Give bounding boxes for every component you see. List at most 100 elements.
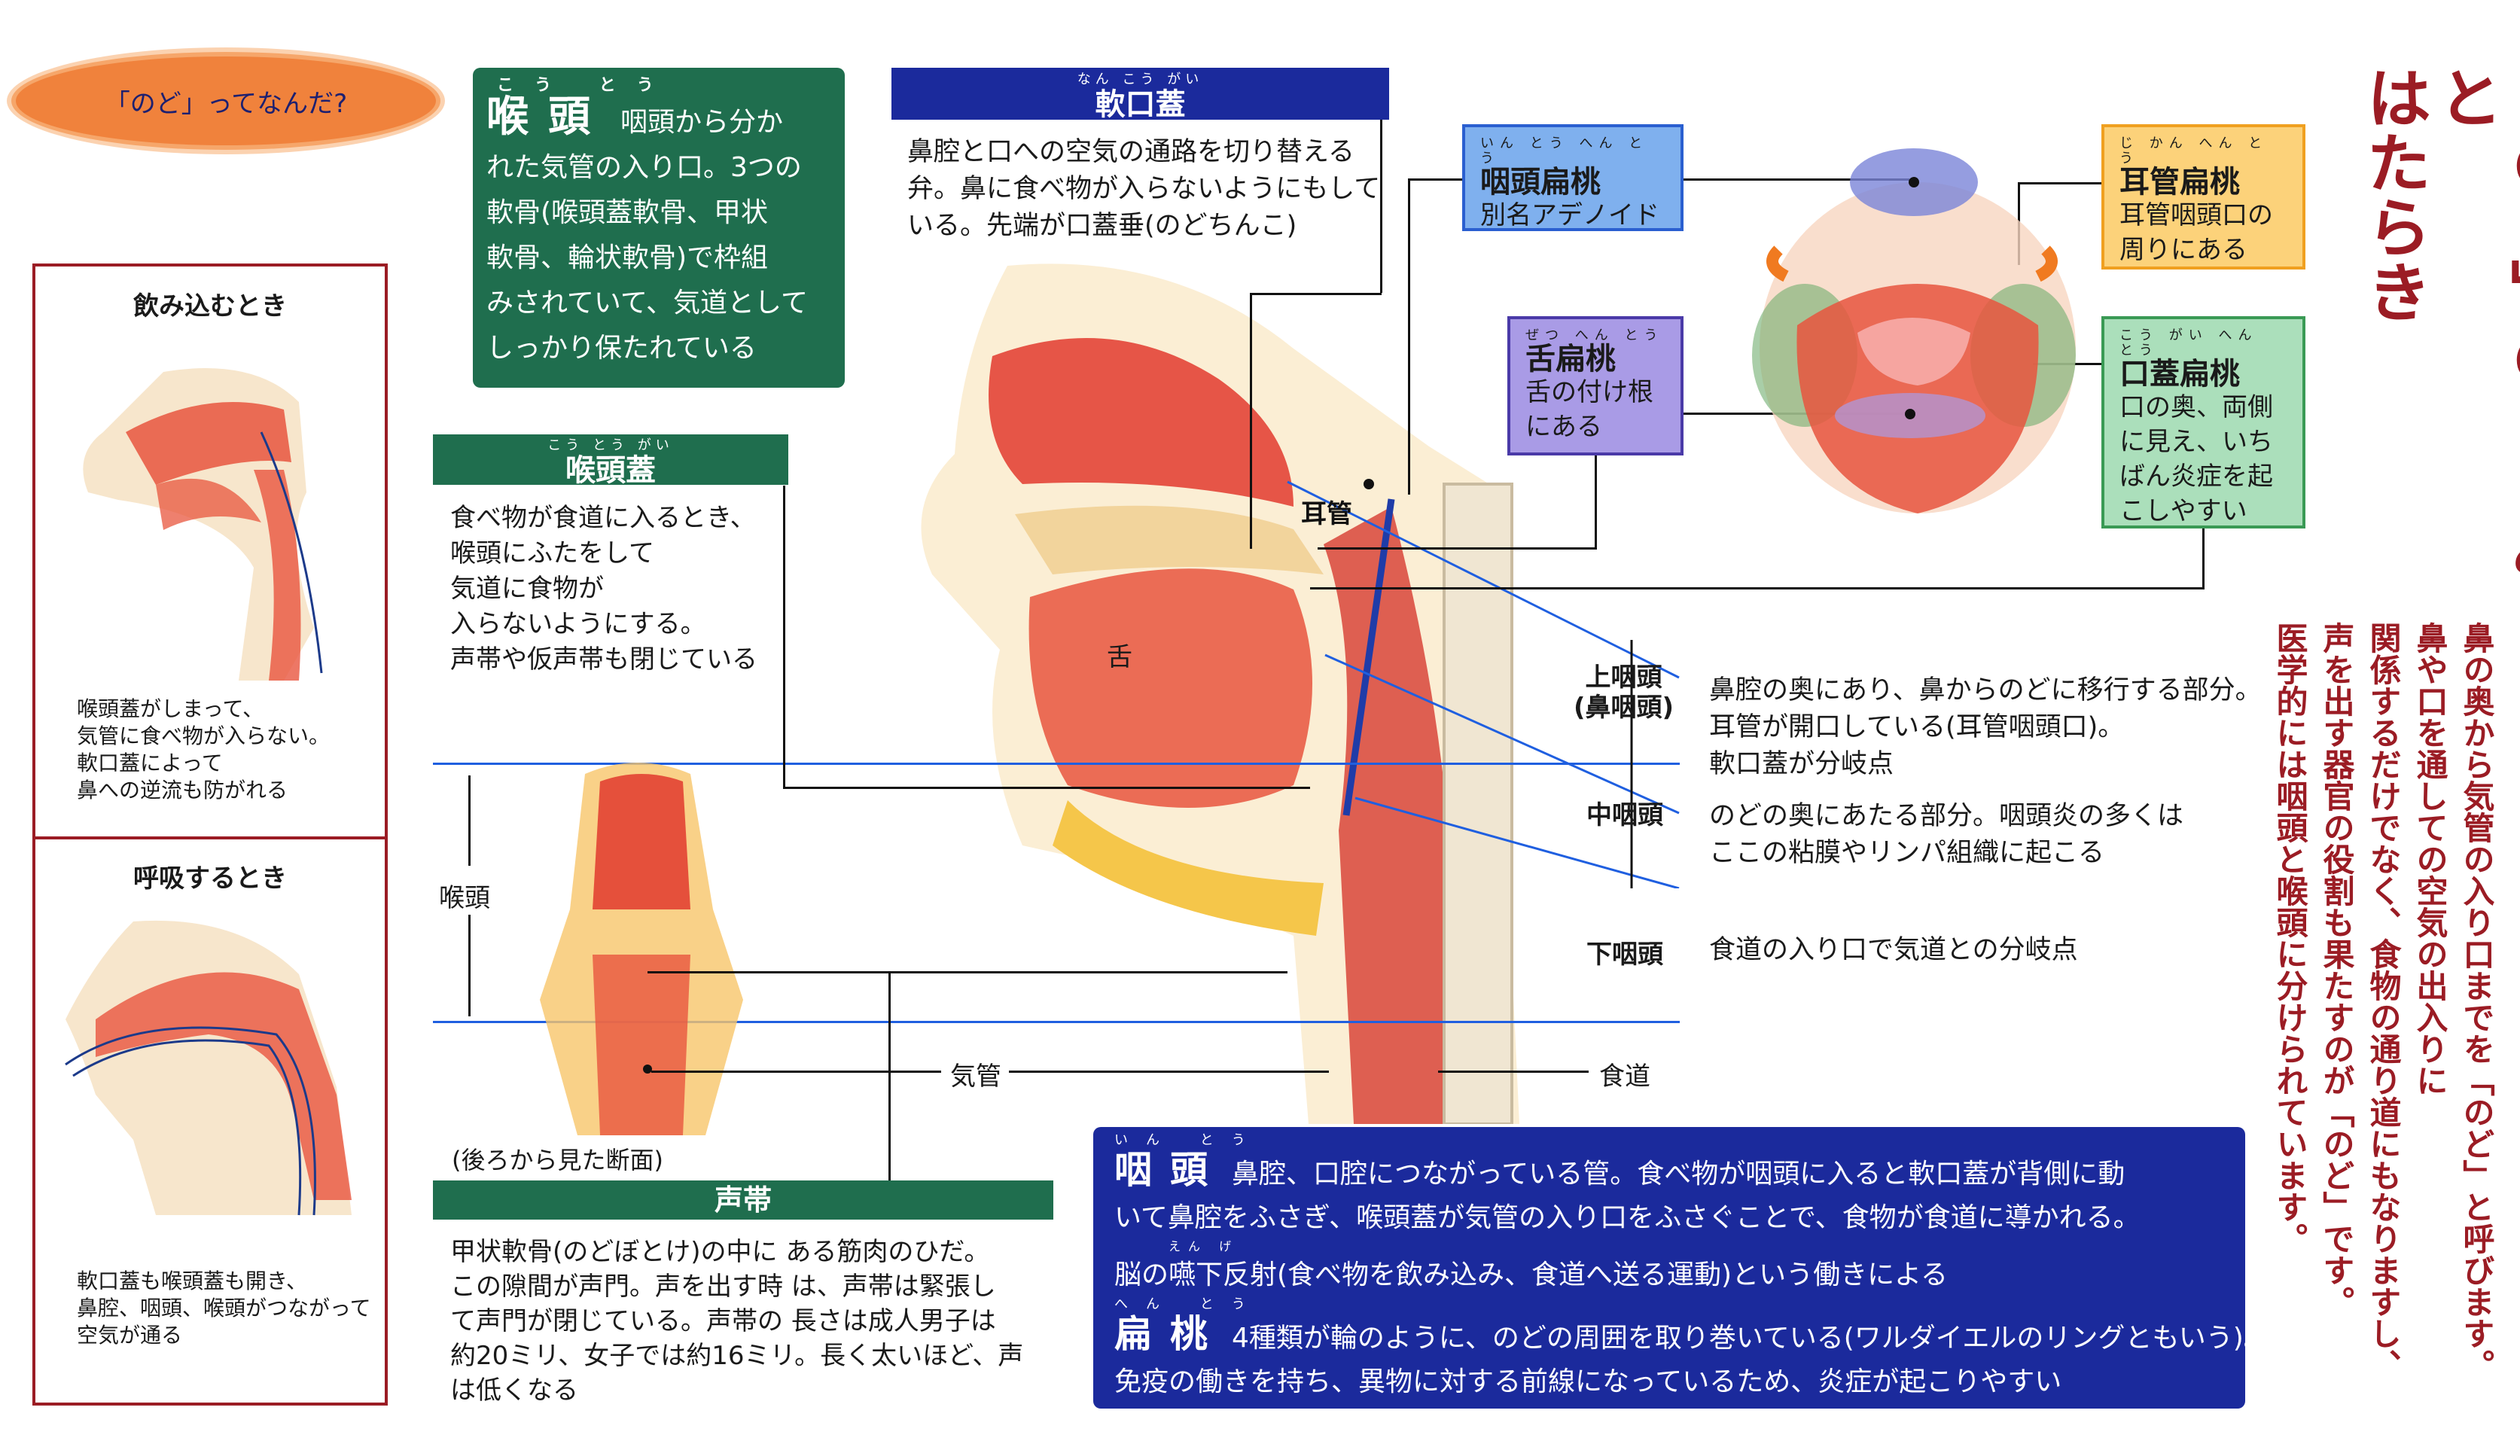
label-larynx: 喉頭 bbox=[439, 883, 490, 913]
tubal-desc: 耳管咽頭口の bbox=[2119, 200, 2273, 230]
feature-title-line: 「のど」のしくみと bbox=[2427, 65, 2520, 583]
lingual-reading: ぜつ へん とう bbox=[1525, 327, 1664, 343]
label-nasopharynx-main: 上咽頭 bbox=[1585, 663, 1662, 693]
vocal-cords-line: 約20ミリ、女子では約16ミリ。長く太いほど、声 bbox=[450, 1341, 1024, 1371]
feature-body: 鼻の奥から気管の入り口までを「のど」と呼びます。 鼻や口を通しての空気の出入りに… bbox=[2266, 622, 2500, 1450]
badge-title: 「のど」ってなんだ? bbox=[104, 88, 348, 119]
tubal-leader bbox=[2018, 182, 2101, 184]
vocal-cords-header: 声帯 bbox=[433, 1180, 1053, 1220]
epiglottis-line: 気道に食物が bbox=[450, 574, 604, 604]
adenoid-reading: いん とう へん とう bbox=[1480, 136, 1649, 166]
larynx-back-illustration bbox=[540, 763, 743, 1135]
adenoid-desc: 別名アデノイド bbox=[1480, 200, 1659, 230]
label-eustachian-tube: 耳管 bbox=[1301, 499, 1352, 529]
feature-title: 「のど」のしくみと はたらき bbox=[2355, 65, 2520, 592]
epiglottis-term: 喉頭蓋 bbox=[565, 452, 656, 488]
vocal-cords-line: 甲状軟骨(のどぼとけ)の中に ある筋肉のひだ。 bbox=[450, 1237, 990, 1267]
feature-body-line: 医学的には咽頭と喉頭に分けられています。 bbox=[2272, 622, 2308, 1254]
lingual-desc: 舌の付け根 bbox=[1525, 377, 1653, 407]
soft-palate-reading: なん こう がい bbox=[1077, 71, 1204, 87]
vocal-cords-leader bbox=[888, 971, 891, 1182]
larynx-upper-guide bbox=[433, 763, 1680, 765]
epiglottis-line: 喉頭にふたをして bbox=[450, 538, 654, 568]
panel-divider bbox=[35, 836, 385, 839]
label-tongue: 舌 bbox=[1107, 642, 1132, 672]
soft-palate-line: 弁。鼻に食べ物が入らないようにもして bbox=[907, 174, 1381, 204]
soft-palate-leader-h bbox=[1250, 293, 1382, 295]
head-section-illustration bbox=[921, 263, 1519, 1124]
label-trachea: 気管 bbox=[950, 1062, 1001, 1092]
lingual-desc: にある bbox=[1525, 412, 1602, 442]
breathe-illustration bbox=[65, 920, 352, 1216]
swallow-title: 飲み込むとき bbox=[133, 291, 287, 321]
tubal-reading: じ かん へん とう bbox=[2119, 136, 2269, 166]
adenoid-term: 咽頭扁桃 bbox=[1480, 165, 1601, 200]
oropharynx-desc: のどの奥にあたる部分。咽頭炎の多くは ここの粘膜やリンパ組織に起こる bbox=[1709, 798, 2183, 872]
trachea-leader-right bbox=[1009, 1071, 1329, 1073]
pharynx-term: 咽頭 bbox=[1114, 1148, 1226, 1192]
vocal-cords-leader-h bbox=[648, 971, 1287, 973]
title-badge: 「のど」ってなんだ? bbox=[16, 56, 436, 145]
vocal-cords-line: は低くなる bbox=[450, 1375, 578, 1406]
tubal-term: 耳管扁桃 bbox=[2119, 165, 2240, 200]
summary-line: 脳の嚥下反射(食べ物を飲み込み、食道へ送る運動)という働きによる bbox=[1114, 1260, 1949, 1290]
label-hypopharynx: 下咽頭 bbox=[1586, 940, 1663, 970]
feature-body-line: 関係するだけでなく、食物の通り道にもなりますし、 bbox=[2365, 622, 2402, 1381]
label-nasopharynx-alt: (鼻咽頭) bbox=[1574, 693, 1674, 723]
nasopharynx-desc: 鼻腔の奥にあり、鼻からのどに移行する部分。 耳管が開口している(耳管咽頭口)。 … bbox=[1709, 672, 2262, 783]
side-panel: 飲み込むとき 喉頭蓋がしまって、 気管に食べ物が入らない。 軟口蓋によって 鼻へ… bbox=[32, 263, 388, 1406]
swallow-illustration bbox=[83, 368, 323, 681]
swallow-caption: 気管に食べ物が入らない。 bbox=[77, 723, 331, 748]
palatine-desc: に見え、いち bbox=[2119, 427, 2273, 457]
breathe-caption: 空気が通る bbox=[77, 1323, 183, 1348]
epiglottis-leader-h bbox=[783, 787, 1310, 789]
larynx-term: 喉頭 bbox=[486, 93, 610, 142]
desc-line: 軟口蓋が分岐点 bbox=[1709, 749, 1894, 779]
palatine-leader-h bbox=[1310, 587, 2205, 589]
soft-palate-text: 鼻腔と口への空気の通路を切り替える 弁。鼻に食べ物が入らないようにもして いる。… bbox=[907, 134, 1380, 245]
palatine-tonsil-box: こう がい へん とう 口蓋扁桃 口の奥、両側 に見え、いち ばん炎症を起 こし… bbox=[2101, 316, 2305, 528]
summary-line: いて鼻腔をふさぎ、喉頭蓋が気管の入り口をふさぐことで、食物が食道に導かれる。 bbox=[1114, 1202, 2141, 1233]
lingual-term: 舌扁桃 bbox=[1525, 342, 1616, 376]
lingual-leader-h bbox=[1318, 547, 1596, 550]
larynx-lower-guide bbox=[433, 1021, 1680, 1023]
tubal-tonsil-box: じ かん へん とう 耳管扁桃 耳管咽頭口の 周りにある bbox=[2101, 124, 2305, 270]
palatine-leader-down bbox=[2202, 528, 2205, 589]
hypopharynx-desc: 食道の入り口で気道との分岐点 bbox=[1709, 935, 2078, 965]
label-nasopharynx: 上咽頭 (鼻咽頭) bbox=[1574, 663, 1674, 723]
palatine-reading: こう がい へん とう bbox=[2119, 327, 2258, 358]
summary-line: 鼻腔、口腔につながっている管。食べ物が咽頭に入ると軟口蓋が背側に動 bbox=[1232, 1159, 2125, 1189]
soft-palate-leader-v bbox=[1250, 293, 1252, 549]
desc-line: ここの粘膜やリンパ組織に起こる bbox=[1709, 838, 2105, 868]
tubal-desc: 周りにある bbox=[2119, 235, 2247, 265]
section-caption: (後ろから見た断面) bbox=[452, 1146, 663, 1174]
lingual-tonsil-box: ぜつ へん とう 舌扁桃 舌の付け根 にある bbox=[1507, 316, 1684, 455]
palatine-term: 口蓋扁桃 bbox=[2119, 357, 2240, 391]
vocal-cords-text: 甲状軟骨(のどぼとけ)の中に ある筋肉のひだ。 この隙間が声門。声を出す時 は、… bbox=[450, 1235, 1023, 1408]
adenoid-box: いん とう へん とう 咽頭扁桃 別名アデノイド bbox=[1462, 124, 1684, 231]
epiglottis-line: 入らないようにする。 bbox=[450, 609, 706, 639]
soft-palate-line: 鼻腔と口への空気の通路を切り替える bbox=[907, 137, 1354, 167]
larynx-span-arrow bbox=[468, 775, 471, 866]
swallow-caption: 軟口蓋によって bbox=[77, 751, 223, 775]
feature-title-line: はたらき bbox=[2355, 65, 2430, 324]
soft-palate-header: なん こう がい 軟口蓋 bbox=[891, 68, 1389, 120]
adenoid-leader-left bbox=[1408, 178, 1462, 181]
epiglottis-text: 食べ物が食道に入るとき、 喉頭にふたをして 気道に食物が 入らないようにする。 … bbox=[450, 501, 757, 678]
epiglottis-header: こう とう がい 喉頭蓋 bbox=[433, 434, 788, 488]
epiglottis-reading: こう とう がい bbox=[547, 437, 674, 453]
larynx-line: れた気管の入り口。3つの bbox=[486, 152, 802, 183]
palatine-desc: ばん炎症を起 bbox=[2119, 461, 2273, 492]
summary-line: 免疫の働きを持ち、異物に対する前線になっているため、炎症が起こりやすい bbox=[1114, 1366, 2062, 1397]
swallow-caption: 鼻への逆流も防がれる bbox=[77, 778, 288, 803]
pharynx-guide-lines bbox=[1287, 480, 1680, 888]
summary-box: いん とう 咽頭鼻腔、口腔につながっている管。食べ物が咽頭に入ると軟口蓋が背側に… bbox=[1093, 1127, 2271, 1409]
swallowing-reading: えん げ bbox=[1169, 1239, 1239, 1253]
pharynx-reading: いん とう bbox=[1114, 1132, 1263, 1148]
label-oropharynx: 中咽頭 bbox=[1586, 800, 1663, 830]
epiglottis-line: 声帯や仮声帯も閉じている bbox=[450, 644, 757, 675]
adenoid-leader-down bbox=[1408, 178, 1410, 495]
desc-line: のどの奥にあたる部分。咽頭炎の多くは bbox=[1709, 801, 2184, 831]
desc-line: 鼻腔の奥にあり、鼻からのどに移行する部分。 bbox=[1709, 675, 2262, 705]
tonsil-term: 扁桃 bbox=[1114, 1312, 1226, 1356]
